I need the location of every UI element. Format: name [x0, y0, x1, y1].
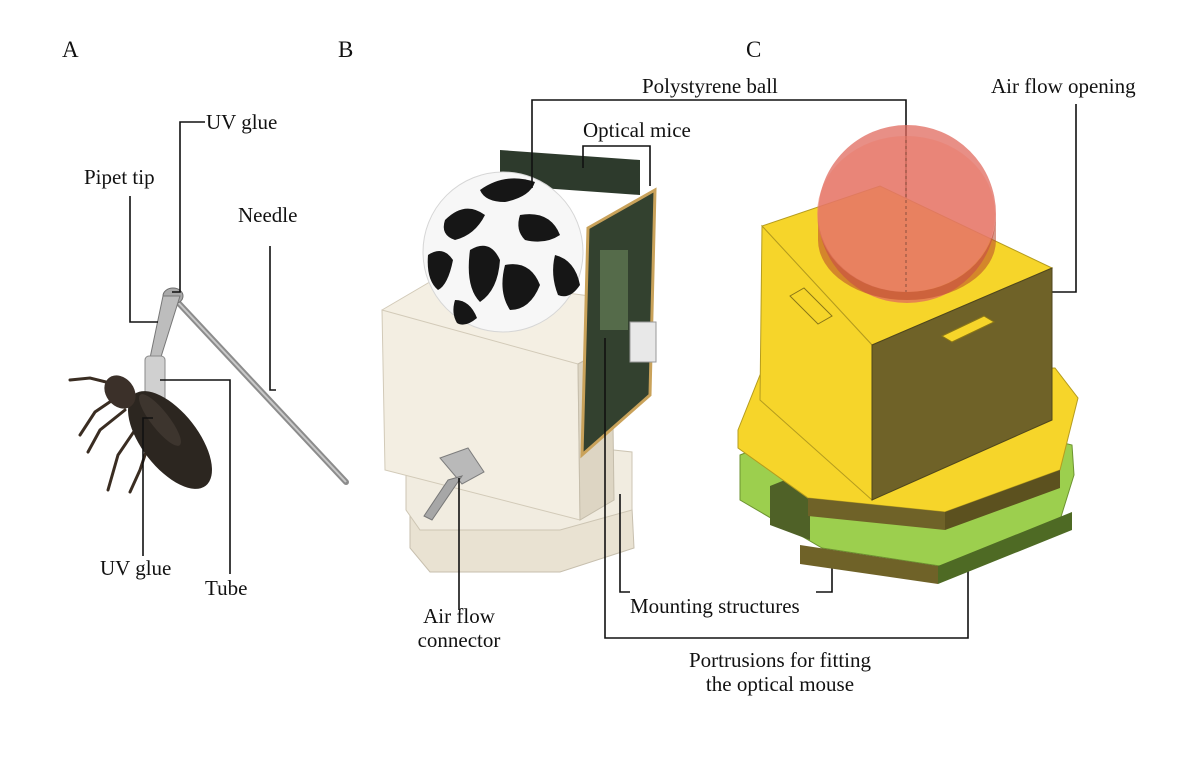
protrusion-left	[789, 287, 833, 325]
label-polystyrene-ball: Polystyrene ball	[642, 74, 778, 98]
panel-a-illustration	[68, 287, 349, 494]
label-uv-glue-bottom: UV glue	[100, 556, 172, 580]
beetle-shine	[139, 394, 181, 446]
housing-cube-right	[871, 267, 1053, 501]
pipet-tip-shape	[149, 295, 181, 361]
panel-label-b: B	[338, 37, 354, 62]
leader-pipet-tip	[129, 196, 158, 323]
label-mounting-structures: Mounting structures	[630, 594, 800, 618]
label-air-flow-connector: Air flow connector	[400, 604, 518, 652]
leader-uv-glue-top	[172, 121, 205, 293]
panel-c-illustration	[737, 125, 1079, 584]
optical-mouse-connector	[629, 321, 657, 363]
panel-label-a: A	[62, 37, 79, 62]
label-optical-mice: Optical mice	[583, 118, 691, 142]
green-plate-edge-front	[800, 545, 938, 584]
air-connector-barb	[423, 475, 464, 521]
yellow-plate-edge-front	[808, 498, 945, 530]
ball-pattern	[427, 178, 580, 325]
beetle-head	[104, 375, 136, 409]
leader-tube	[160, 379, 231, 574]
label-pipet-tip: Pipet tip	[84, 165, 155, 189]
green-plate-edge-side	[938, 512, 1072, 584]
label-tube: Tube	[205, 576, 248, 600]
label-protrusions-line2: the optical mouse	[705, 672, 855, 696]
panel-b-illustration	[381, 150, 657, 573]
protrusion-right	[940, 315, 996, 343]
panel-a-leader-lines	[129, 121, 276, 574]
leader-uv-glue-bottom	[142, 417, 153, 556]
air-connector-nut	[439, 447, 485, 485]
panel-label-c: C	[746, 37, 762, 62]
leader-optical-mice	[582, 145, 651, 186]
needle-highlight	[171, 295, 347, 483]
yellow-plate-edge-side	[945, 470, 1060, 530]
optical-mouse-chip	[600, 250, 628, 330]
label-needle: Needle	[238, 203, 298, 227]
label-uv-glue-top: UV glue	[206, 110, 278, 134]
label-protrusions: Portrusions for fitting the optical mous…	[660, 648, 900, 696]
label-air-flow-connector-line2: connector	[417, 628, 501, 652]
label-air-flow-connector-line1: Air flow	[423, 604, 495, 628]
label-air-flow-opening: Air flow opening	[991, 74, 1136, 98]
label-protrusions-line1: Portrusions for fitting	[689, 648, 871, 672]
leader-mounting-structures-left	[619, 494, 630, 593]
leader-needle	[269, 246, 276, 391]
